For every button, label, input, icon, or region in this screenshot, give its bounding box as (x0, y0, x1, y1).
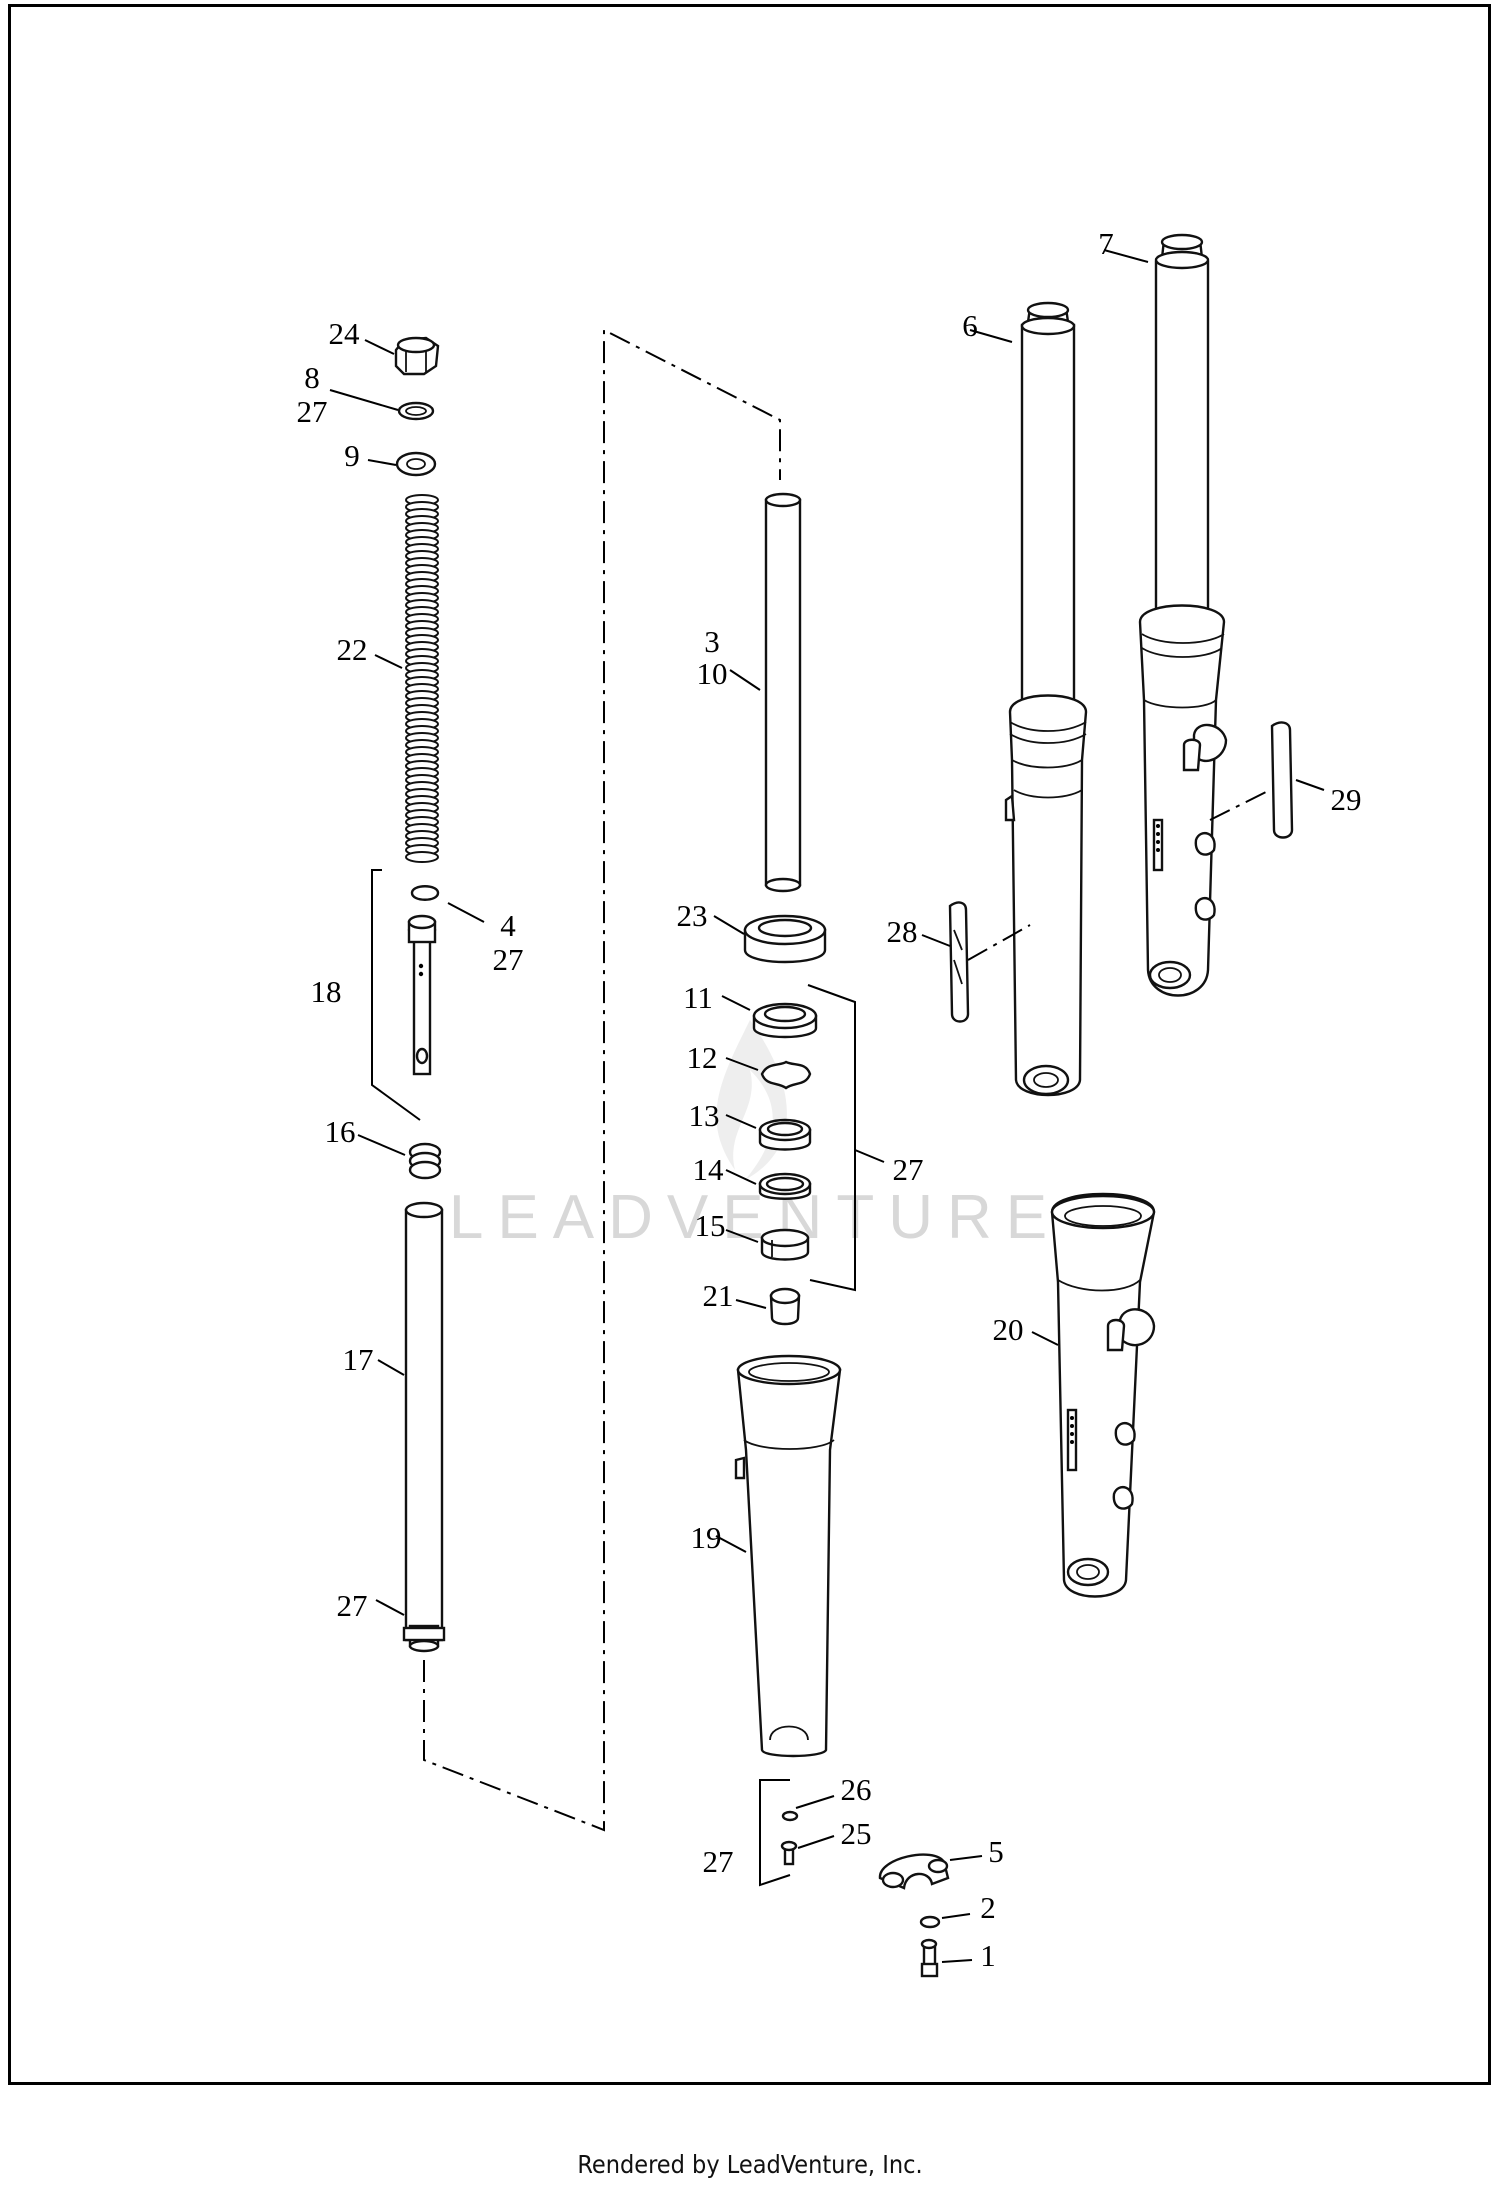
leader-lines (329, 249, 1325, 1963)
callout-25: 25 (841, 1816, 872, 1851)
retaining-clip (760, 1060, 812, 1090)
dust-wiper (743, 914, 827, 964)
callout-22: 22 (337, 632, 368, 667)
callout-20: 20 (993, 1312, 1024, 1347)
callout-6: 6 (962, 308, 978, 343)
callout-27-b: 27 (493, 942, 524, 977)
callout-13: 13 (689, 1098, 720, 1133)
callout-21: 21 (703, 1278, 734, 1313)
watermark-text: LEADVENTURE (449, 1183, 1061, 1252)
callout-15: 15 (695, 1208, 726, 1243)
callout-10: 10 (697, 656, 728, 691)
axle-cap (878, 1853, 950, 1890)
callout-26: 26 (841, 1772, 872, 1807)
callout-8: 8 (304, 360, 320, 395)
damper-tube (402, 1201, 446, 1653)
bracket-18 (371, 869, 421, 1121)
callout-17: 17 (343, 1342, 374, 1377)
callout-28: 28 (887, 914, 918, 949)
bracket-27 (807, 984, 856, 1292)
fork-slider-right (1050, 1192, 1156, 1598)
bracket-27-lower (759, 1779, 791, 1887)
snap-ring (410, 885, 440, 901)
callout-9: 9 (344, 438, 360, 473)
callout-24: 24 (329, 316, 361, 351)
callout-5: 5 (988, 1834, 1004, 1869)
fork-assembly-left (1004, 301, 1088, 1097)
callout-27-c: 27 (337, 1588, 368, 1623)
callout-4: 4 (500, 908, 516, 943)
callout-7: 7 (1098, 226, 1114, 261)
callout-27-e: 27 (703, 1844, 734, 1879)
o-ring (397, 401, 435, 421)
reflector-29 (1270, 721, 1294, 839)
assembly-line-left (423, 328, 781, 1832)
watermark-logo (716, 1020, 787, 1180)
damper-rod (407, 914, 437, 1076)
callout-19: 19 (691, 1520, 722, 1555)
callout-29: 29 (1331, 782, 1362, 817)
callout-labels: 24 8 27 9 22 4 27 18 16 17 27 3 10 23 11… (297, 226, 1362, 1973)
callout-16: 16 (325, 1114, 356, 1149)
callout-27: 27 (297, 394, 328, 429)
fork-assembly-right (1138, 233, 1228, 997)
footer-credit: Rendered by LeadVenture, Inc. (577, 2150, 923, 2179)
lower-bushing (760, 1228, 810, 1261)
upper-bushing (758, 1118, 812, 1151)
callout-2: 2 (980, 1890, 996, 1925)
fork-cap-bolt (394, 336, 440, 376)
callout-11: 11 (683, 980, 713, 1015)
callout-18: 18 (311, 974, 342, 1009)
fork-tube (764, 492, 802, 893)
callout-27-d: 27 (893, 1152, 924, 1187)
spring-seat-washer (395, 451, 437, 477)
fork-exploded-diagram: LEADVENTURE (297, 226, 1362, 1978)
reflector-28 (948, 901, 970, 1023)
callout-23: 23 (677, 898, 708, 933)
fork-spring (405, 494, 439, 863)
callout-1: 1 (980, 1938, 996, 1973)
cap-bolt-1 (920, 1938, 939, 1978)
rebound-spring (408, 1142, 442, 1180)
oil-seal (752, 1002, 818, 1039)
spring-coil (405, 851, 439, 863)
callout-14: 14 (693, 1152, 725, 1187)
washer-2 (919, 1915, 941, 1929)
washer-26 (781, 1810, 799, 1822)
oil-lock-piece (769, 1287, 801, 1326)
callout-3: 3 (704, 624, 720, 659)
diagram-frame (8, 4, 1491, 2085)
callout-12: 12 (687, 1040, 718, 1075)
fork-slider (734, 1354, 842, 1758)
seal-spacer (758, 1172, 812, 1200)
screw-25 (780, 1840, 798, 1866)
